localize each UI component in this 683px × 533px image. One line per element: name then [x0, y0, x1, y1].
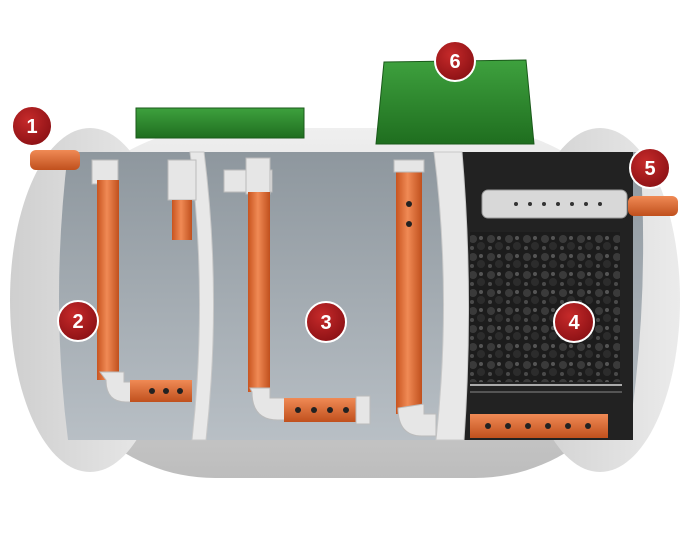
svg-text:4: 4: [568, 312, 580, 334]
baffle-walls: [189, 151, 470, 441]
callout-badge-6: 6: [434, 40, 476, 82]
callout-badge-5: 5: [629, 147, 671, 189]
svg-text:2: 2: [72, 311, 83, 333]
callout-badge-2: 2: [57, 300, 99, 342]
svg-text:5: 5: [644, 158, 655, 180]
outlet-pipe: [628, 196, 678, 216]
transfer-pipe-left: [172, 200, 192, 240]
callout-badge-1: 1: [11, 105, 53, 147]
callout-badge-4: 4: [553, 301, 595, 343]
riser-pipe: [393, 159, 437, 437]
transfer-fitting-left: [167, 159, 197, 201]
collection-pipe: [470, 414, 608, 438]
access-cover-1: [135, 107, 305, 139]
filter-media: [470, 232, 620, 382]
access-cover-6: [375, 59, 535, 145]
distribution-pipe: [481, 189, 628, 219]
svg-text:6: 6: [449, 51, 460, 73]
callout-badge-3: 3: [305, 301, 347, 343]
svg-text:1: 1: [26, 116, 37, 138]
chamber-3-dip-pipe: [245, 157, 371, 425]
svg-text:3: 3: [320, 312, 331, 334]
chamber-2-dip-pipe: [91, 159, 192, 403]
inlet-pipe: [30, 150, 80, 170]
